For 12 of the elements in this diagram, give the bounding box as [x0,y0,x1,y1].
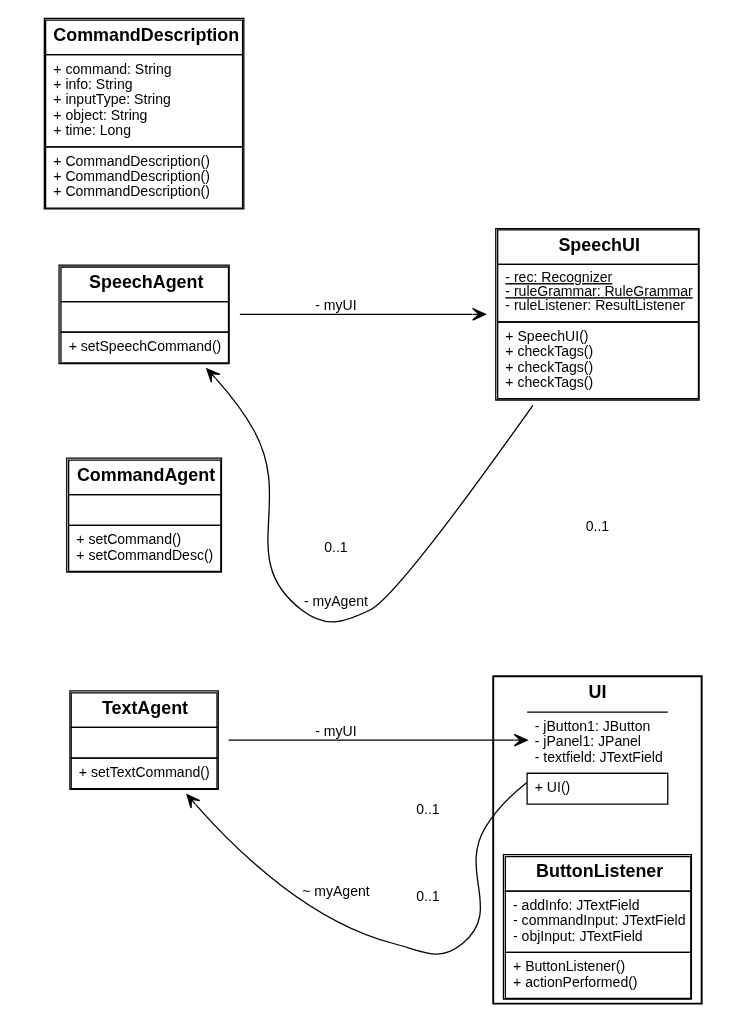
arrow [238,307,486,321]
edge-label: - myAgent [303,592,368,609]
label: 0..1 [415,888,440,905]
arrow [185,781,527,955]
label: 0..1 [585,518,609,535]
label: 0..1 [323,538,348,555]
edge-label: ~ myAgent [301,882,370,899]
arrow [227,733,528,747]
label: 0..1 [415,801,440,818]
edge-label: - myUI [314,297,357,314]
edge-label: - myUI [314,723,357,740]
arrow [205,368,533,623]
